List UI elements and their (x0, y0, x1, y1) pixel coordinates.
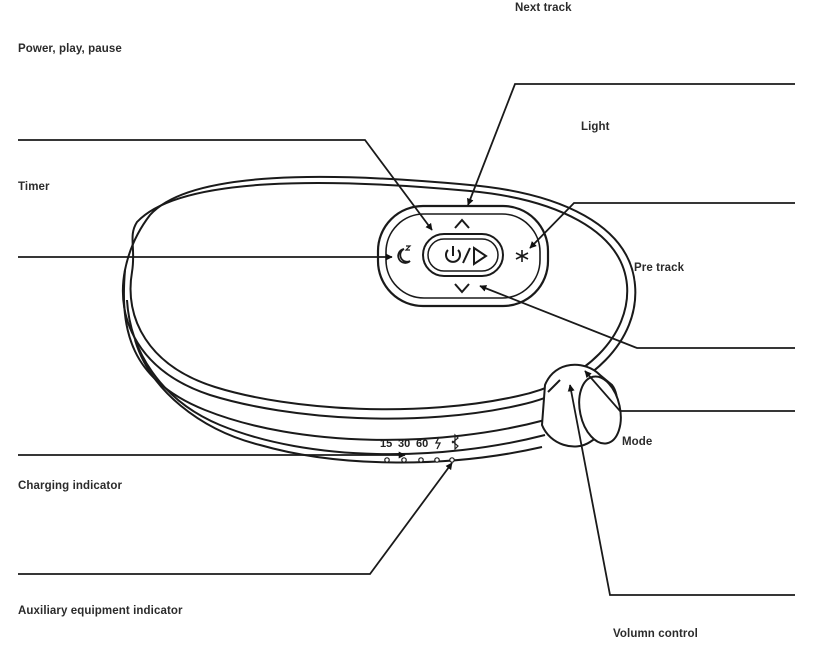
power-play-button[interactable] (422, 233, 504, 277)
label-volume-control: Volumn control (613, 628, 698, 640)
power-icon (445, 246, 461, 263)
charging-bolt-icon (434, 436, 442, 450)
play-icon (473, 246, 488, 266)
label-mode: Mode (622, 436, 653, 448)
label-charging-indicator: Charging indicator (18, 480, 123, 492)
up-chevron-icon[interactable] (454, 218, 470, 229)
label-pre-track: Pre track (634, 262, 685, 274)
label-next-track: Next track (515, 2, 572, 14)
label-timer: Timer (18, 181, 50, 193)
timer-moon-icon[interactable] (397, 245, 412, 264)
bluetooth-icon (451, 433, 459, 451)
leader-lines (18, 83, 795, 596)
timer-60-label: 60 (416, 438, 428, 450)
timer-15-label: 15 (380, 438, 392, 450)
label-light: Light (581, 121, 610, 133)
volume-knob[interactable] (540, 363, 627, 448)
timer-30-label: 30 (398, 438, 410, 450)
indicator-labels: 15 30 60 (380, 433, 459, 451)
light-icon[interactable] (515, 250, 529, 262)
down-chevron-icon[interactable] (454, 283, 470, 294)
label-power-play-pause: Power, play, pause (18, 43, 122, 55)
label-auxiliary-equipment-indicator: Auxiliary equipment indicator (18, 605, 183, 617)
